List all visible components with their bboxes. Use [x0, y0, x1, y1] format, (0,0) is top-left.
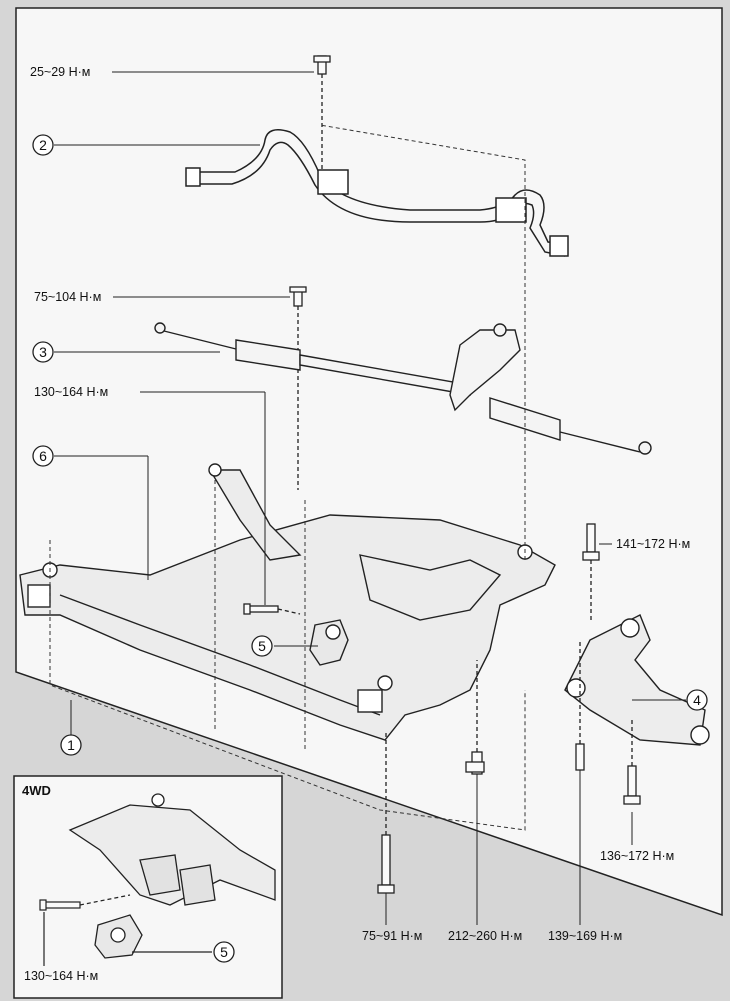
torque-label-subframe-front-bolt: 75~91 Н·м — [362, 929, 422, 943]
callout-circle-2: 2 — [32, 134, 54, 156]
callout-circle-3: 3 — [32, 341, 54, 363]
assembly-guide-lines — [49, 124, 526, 831]
diagram-panel — [15, 7, 723, 917]
rear-mount-bolt — [243, 603, 301, 615]
callout-number-subframe: 1 — [67, 737, 75, 753]
callout-circle-4: 4 — [686, 689, 708, 711]
callout-number-steering-rack: 3 — [39, 344, 47, 360]
callout-circle-5: 5 — [251, 635, 273, 657]
subframe-center-bolt — [465, 660, 485, 775]
torque-label-subframe-rear-bolt: 139~169 Н·м — [548, 929, 622, 943]
callout-circle-1: 1 — [60, 734, 82, 756]
callout-number-crossmember: 6 — [39, 448, 47, 464]
torque-label-stabilizer-bolt: 25~29 Н·м — [30, 65, 90, 79]
arm-rear-bolt — [623, 720, 641, 805]
torque-label-rack-mount-bolt: 75~104 Н·м — [34, 290, 101, 304]
inset-mount-bushing — [94, 914, 212, 959]
inset-mount-bolt — [39, 894, 131, 966]
front-subframe — [19, 463, 556, 741]
inset-4wd: 4WD 5 130~164 Н·м — [13, 775, 283, 999]
torque-label-rear-mount-bolt: 130~164 Н·м — [34, 385, 108, 399]
callout-number-rear-mount: 5 — [258, 638, 266, 654]
torque-label-arm-rear-bolt: 136~172 Н·м — [600, 849, 674, 863]
inset-subframe — [68, 793, 276, 906]
stabilizer-bolt — [313, 55, 331, 180]
rack-mount-bolt — [289, 286, 307, 490]
torque-leaders — [112, 71, 633, 925]
arm-front-bolt — [582, 523, 600, 620]
torque-label-arm-front-bolt: 141~172 Н·м — [616, 537, 690, 551]
inset-title: 4WD — [22, 783, 51, 798]
callout-number-lower-arm: 4 — [693, 692, 701, 708]
inset-callout-number: 5 — [220, 944, 228, 960]
rear-mount-bushing — [309, 619, 349, 666]
numbered-leaders — [54, 144, 686, 745]
stabilizer-bar — [185, 129, 569, 257]
inset-callout-circle — [213, 941, 235, 963]
callout-number-stabilizer-bar: 2 — [39, 137, 47, 153]
torque-label-subframe-center-bolt: 212~260 Н·м — [448, 929, 522, 943]
lower-arm — [564, 614, 710, 746]
inset-torque-label: 130~164 Н·м — [24, 969, 98, 983]
callout-circle-6: 6 — [32, 445, 54, 467]
